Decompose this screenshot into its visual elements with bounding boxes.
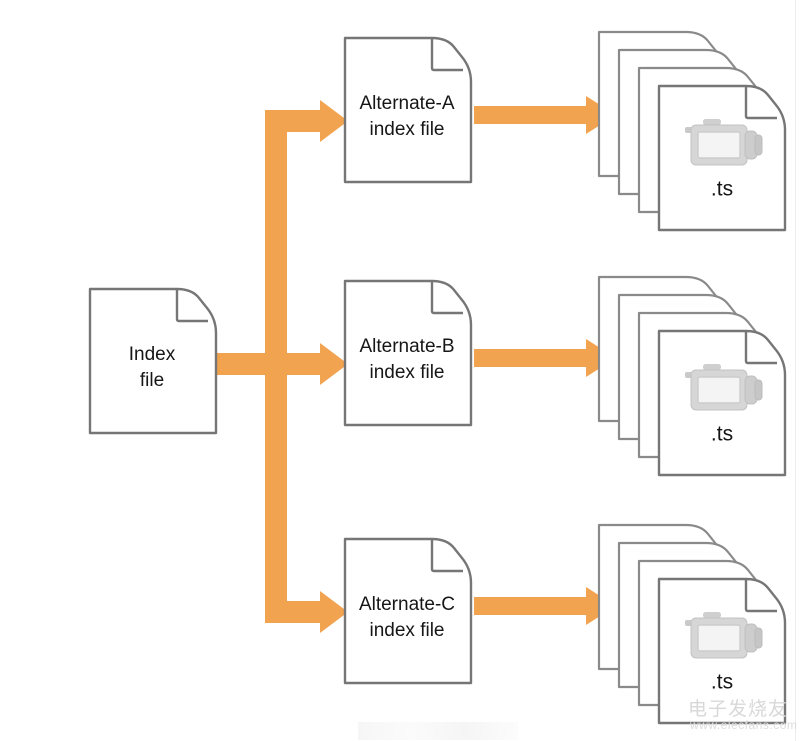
alternate-c-row: Alternate-C index file .ts [343, 523, 787, 725]
index-file-node[interactable]: Index file [88, 287, 218, 435]
watermark-chinese: 电子发烧友 [688, 699, 789, 720]
ts-label-b: .ts [711, 423, 733, 446]
ts-segment-stack-c[interactable]: .ts [597, 523, 787, 725]
alternate-b-index-file-node[interactable]: Alternate-B index file [343, 279, 473, 427]
arrow-alternate-a-to-segments [474, 96, 616, 134]
arrow-alternate-c-to-segments [474, 587, 616, 625]
alternate-c-index-file-node[interactable]: Alternate-C index file [343, 537, 473, 685]
ts-segment-stack-b[interactable]: .ts [597, 275, 787, 477]
index-file-label-line1: Index [129, 344, 176, 365]
ts-label-a: .ts [711, 178, 733, 201]
watermark-url: www.elecfans.com [690, 718, 798, 732]
alternate-b-label-line1: Alternate-B [359, 336, 454, 357]
alternate-b-label-line2: index file [370, 362, 445, 383]
branch-connector [208, 100, 348, 633]
alternate-c-label-line1: Alternate-C [359, 594, 455, 615]
alternate-a-row: Alternate-A index file .ts [343, 30, 787, 232]
ts-segment-stack-a[interactable]: .ts [597, 30, 787, 232]
canvas-right-edge-rule [795, 0, 796, 741]
arrow-to-alternate-a [265, 100, 348, 142]
ts-label-c: .ts [711, 671, 733, 694]
arrow-to-alternate-c [265, 591, 348, 633]
arrow-to-alternate-b [265, 343, 348, 385]
alternate-c-label-line2: index file [370, 620, 445, 641]
index-file-label-line2: file [140, 370, 164, 391]
arrow-alternate-b-to-segments [474, 339, 616, 377]
alternate-a-label-line2: index file [370, 119, 445, 140]
alternate-a-label-line1: Alternate-A [359, 93, 454, 114]
alternate-a-index-file-node[interactable]: Alternate-A index file [343, 36, 473, 184]
bottom-artifact [358, 722, 518, 740]
alternate-b-row: Alternate-B index file .ts [343, 275, 787, 477]
